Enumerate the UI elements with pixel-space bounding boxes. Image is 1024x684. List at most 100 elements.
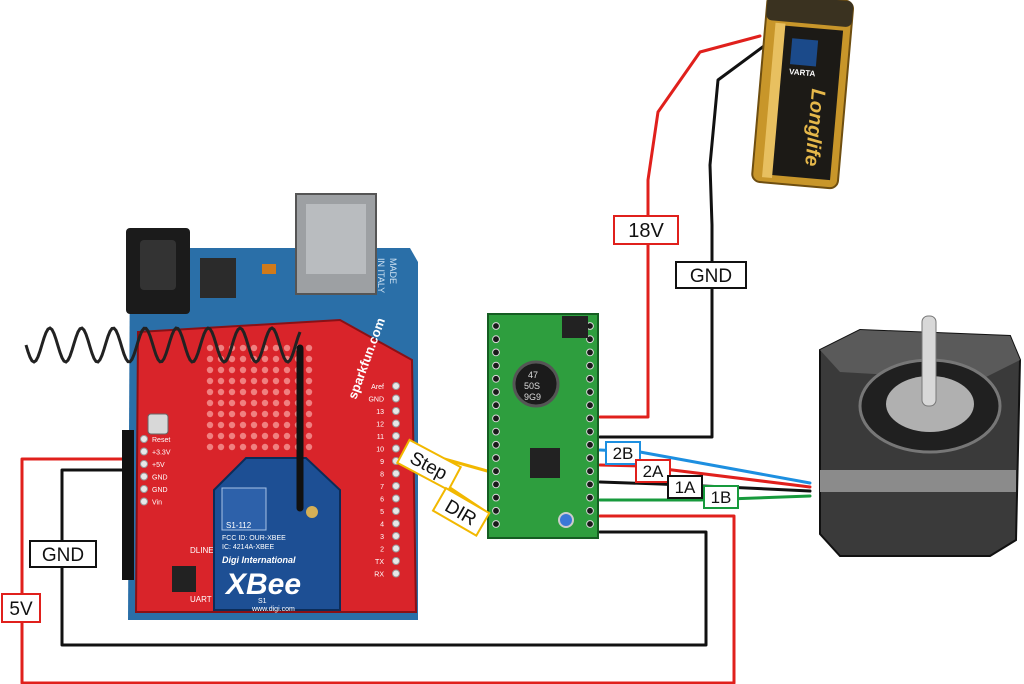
pin-label: 6: [380, 497, 384, 504]
label-18v: 18V: [613, 215, 679, 245]
grid-dot: [217, 366, 225, 374]
grid-dot: [228, 443, 236, 451]
grid-dot: [305, 399, 313, 407]
grid-dot: [228, 421, 236, 429]
header-pin: [140, 460, 148, 468]
uart-switch[interactable]: [172, 566, 196, 592]
grid-dot: [272, 377, 280, 385]
pin-label: Reset: [152, 437, 170, 444]
grid-dot: [305, 355, 313, 363]
driver-pin: [586, 401, 594, 410]
radio-wave: [24, 326, 302, 364]
pin-label: 3: [380, 534, 384, 541]
wire-coil-1a: [598, 480, 812, 493]
grid-dot: [305, 344, 313, 352]
label-5v: 5V: [1, 593, 41, 623]
pin-label: 8: [380, 472, 384, 479]
driver-pin: [492, 493, 500, 502]
header-pin: [392, 407, 400, 415]
grid-dot: [272, 432, 280, 440]
driver-pin: [586, 454, 594, 462]
pin-label: 13: [376, 409, 384, 416]
driver-pin: [492, 374, 500, 383]
grid-dot: [206, 388, 214, 396]
header-pin: [392, 544, 400, 553]
xbee-fcc: FCC ID: OUR-XBEE: [222, 535, 286, 542]
grid-dot: [250, 432, 258, 440]
grid-dot: [239, 366, 247, 374]
driver-pin: [492, 361, 500, 370]
grid-dot: [206, 344, 214, 352]
label-coil-2b: 2B: [605, 441, 641, 465]
pin-label: GND: [152, 487, 168, 494]
pin-label: TX: [375, 559, 384, 566]
header-pin: [392, 482, 400, 490]
grid-dot: [239, 355, 247, 363]
grid-dot: [239, 344, 247, 352]
driver-pin: [586, 467, 594, 476]
svg-text:18V: 18V: [628, 220, 664, 242]
grid-dot: [250, 410, 258, 418]
svg-text:1B: 1B: [711, 488, 732, 507]
grid-dot: [283, 443, 291, 451]
dline-label: DLINE: [190, 546, 214, 555]
pin-label: 2: [380, 547, 384, 554]
grid-dot: [305, 388, 313, 396]
xbee-name: XBee: [224, 568, 301, 601]
wire-5v: [20, 457, 736, 684]
xbee-url: www.digi.com: [251, 606, 295, 613]
pin-label: 10: [376, 447, 384, 454]
grid-dot: [305, 366, 313, 374]
driver-pin: [586, 388, 594, 396]
grid-dot: [283, 388, 291, 396]
driver-pin: [586, 335, 594, 344]
reset-button[interactable]: [147, 413, 169, 435]
made-in-1: MADE: [388, 258, 398, 284]
grid-dot: [217, 410, 225, 418]
pin-label: 5: [380, 509, 384, 516]
stepper-motor: [819, 315, 1022, 557]
cap-line2: 50S: [524, 381, 540, 391]
driver-pin: [492, 506, 500, 515]
driver-pin: [586, 348, 594, 357]
grid-dot: [250, 399, 258, 407]
grid-dot: [283, 410, 291, 418]
driver-pin: [492, 467, 500, 476]
grid-dot: [250, 344, 258, 352]
pin-label: 9: [380, 459, 384, 466]
grid-dot: [261, 421, 269, 429]
header-pin: [140, 435, 148, 443]
wire-gnd-logic: [60, 468, 708, 647]
uart-label: UART: [190, 595, 212, 604]
pin-label: GND: [368, 397, 384, 404]
pin-label: Aref: [371, 384, 384, 391]
current-pot[interactable]: [558, 512, 574, 528]
driver-pin: [492, 401, 500, 410]
header-pin: [392, 394, 400, 403]
grid-dot: [228, 399, 236, 407]
grid-dot: [228, 388, 236, 396]
wire-coil-1b: [598, 494, 812, 502]
header-pin: [392, 382, 400, 390]
header-pin: [392, 494, 400, 503]
pin-label: 7: [380, 484, 384, 491]
grid-dot: [272, 399, 280, 407]
grid-dot: [261, 355, 269, 363]
driver-pin: [492, 388, 500, 396]
driver-pin: [492, 520, 500, 528]
wire-18v: [598, 34, 762, 419]
header-pin: [140, 485, 148, 493]
svg-text:GND: GND: [690, 266, 732, 287]
pin-label: +3.3V: [152, 450, 171, 457]
pin-label: 12: [376, 422, 384, 429]
xbee-module: S1-112 FCC ID: OUR-XBEE IC: 4214A-XBEE D…: [213, 344, 341, 613]
pin-label: RX: [374, 572, 384, 579]
driver-pin: [586, 480, 594, 489]
grid-dot: [239, 399, 247, 407]
grid-dot: [250, 421, 258, 429]
grid-dot: [206, 443, 214, 451]
grid-dot: [272, 410, 280, 418]
